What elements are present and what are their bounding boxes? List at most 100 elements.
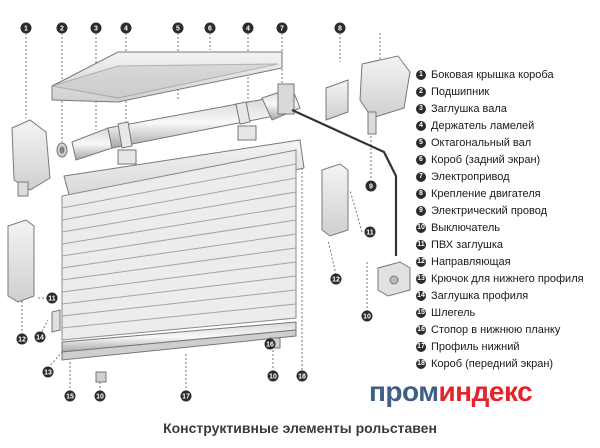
callout-11: 11	[364, 226, 376, 238]
legend-number: 8	[416, 188, 426, 199]
brand-logo[interactable]: проминдекс	[369, 376, 533, 408]
callout-18: 18	[296, 370, 308, 382]
legend-number: 15	[416, 307, 426, 318]
legend-label: Подшипник	[431, 85, 490, 98]
callout-number: 6	[208, 26, 212, 33]
slat	[61, 233, 297, 269]
legend-label: ПВХ заглушка	[431, 238, 503, 251]
legend-label: Крючок для нижнего профиля	[431, 272, 584, 285]
diagram-caption: Конструктивные элементы рольставен	[163, 420, 437, 436]
callout-number: 8	[338, 26, 342, 33]
legend-label: Выключатель	[431, 221, 501, 234]
slat	[61, 205, 297, 245]
legend-item: 2 Подшипник	[416, 83, 598, 100]
legend-number: 3	[416, 103, 426, 114]
electric-wire	[291, 108, 398, 256]
legend-number: 18	[416, 358, 426, 369]
legend-number: 2	[416, 86, 426, 97]
legend-label: Короб (задний экран)	[431, 153, 541, 166]
callout-number: 10	[363, 314, 371, 321]
callout-number: 14	[36, 335, 44, 342]
switch-box	[377, 261, 411, 297]
slat	[61, 261, 297, 293]
legend-label: Заглушка вала	[431, 102, 507, 115]
callout-4: 4	[242, 22, 254, 34]
legend-item: 11 ПВХ заглушка	[416, 236, 598, 253]
callout-number: 11	[48, 296, 56, 303]
legend-number: 5	[416, 137, 426, 148]
callout-8: 8	[334, 22, 346, 34]
callout-number: 3	[94, 26, 98, 33]
callout-number: 1	[24, 26, 28, 33]
legend-item: 3 Заглушка вала	[416, 100, 598, 117]
callout-number: 12	[332, 277, 340, 284]
legend-number: 4	[416, 120, 426, 131]
callout-12: 12	[16, 333, 28, 345]
guide-rails	[7, 163, 349, 303]
callout-number: 9	[369, 184, 373, 191]
callout-number: 2	[60, 26, 64, 33]
callout-9: 9	[365, 180, 377, 192]
callout-10: 10	[361, 310, 373, 322]
callout-3: 3	[90, 22, 102, 34]
callout-10: 10	[267, 370, 279, 382]
brand-part-1: пром	[369, 376, 439, 407]
callout-11: 11	[46, 292, 58, 304]
callout-number: 4	[246, 26, 250, 33]
callout-number: 15	[66, 394, 74, 401]
legend-label: Шлегель	[431, 306, 476, 319]
slat	[61, 163, 297, 209]
slat	[61, 177, 297, 221]
legend-number: 11	[416, 239, 426, 250]
legend-number: 16	[416, 324, 426, 335]
legend-item: 7 Электропривод	[416, 168, 598, 185]
slat	[61, 275, 297, 305]
callout-7: 7	[276, 22, 288, 34]
legend-number: 7	[416, 171, 426, 182]
legend-number: 17	[416, 341, 426, 352]
legend-item: 5 Октагональный вал	[416, 134, 598, 151]
callout-5: 5	[172, 22, 184, 34]
callout-number: 12	[18, 337, 26, 344]
brand-part-2: индекс	[438, 376, 533, 407]
legend-label: Держатель ламелей	[431, 119, 535, 132]
legend-label: Электрический провод	[431, 204, 548, 217]
legend-item: 4 Держатель ламелей	[416, 117, 598, 134]
legend-label: Электропривод	[431, 170, 510, 183]
callout-number: 10	[269, 374, 277, 381]
legend-number: 14	[416, 290, 426, 301]
box-back-screen	[51, 51, 283, 103]
shaft-assembly	[56, 83, 301, 161]
slat	[61, 191, 297, 233]
slat-holders	[117, 125, 257, 165]
slat	[61, 247, 297, 281]
callout-number: 5	[176, 26, 180, 33]
callout-2: 2	[56, 22, 68, 34]
slat	[61, 219, 297, 257]
legend-number: 1	[416, 69, 426, 80]
callout-number: 11	[366, 230, 374, 237]
legend-number: 13	[416, 273, 426, 284]
side-cover	[11, 119, 51, 197]
callout-16: 16	[264, 338, 276, 350]
callout-number: 10	[96, 394, 104, 401]
legend-label: Направляющая	[431, 255, 511, 268]
callout-number: 18	[298, 374, 306, 381]
callout-1: 1	[20, 22, 32, 34]
callout-number: 7	[280, 26, 284, 33]
legend-label: Октагональный вал	[431, 136, 532, 149]
callout-10: 10	[94, 390, 106, 402]
callout-15: 15	[64, 390, 76, 402]
slat	[61, 289, 297, 317]
slat	[61, 303, 297, 329]
callout-14: 14	[34, 331, 46, 343]
